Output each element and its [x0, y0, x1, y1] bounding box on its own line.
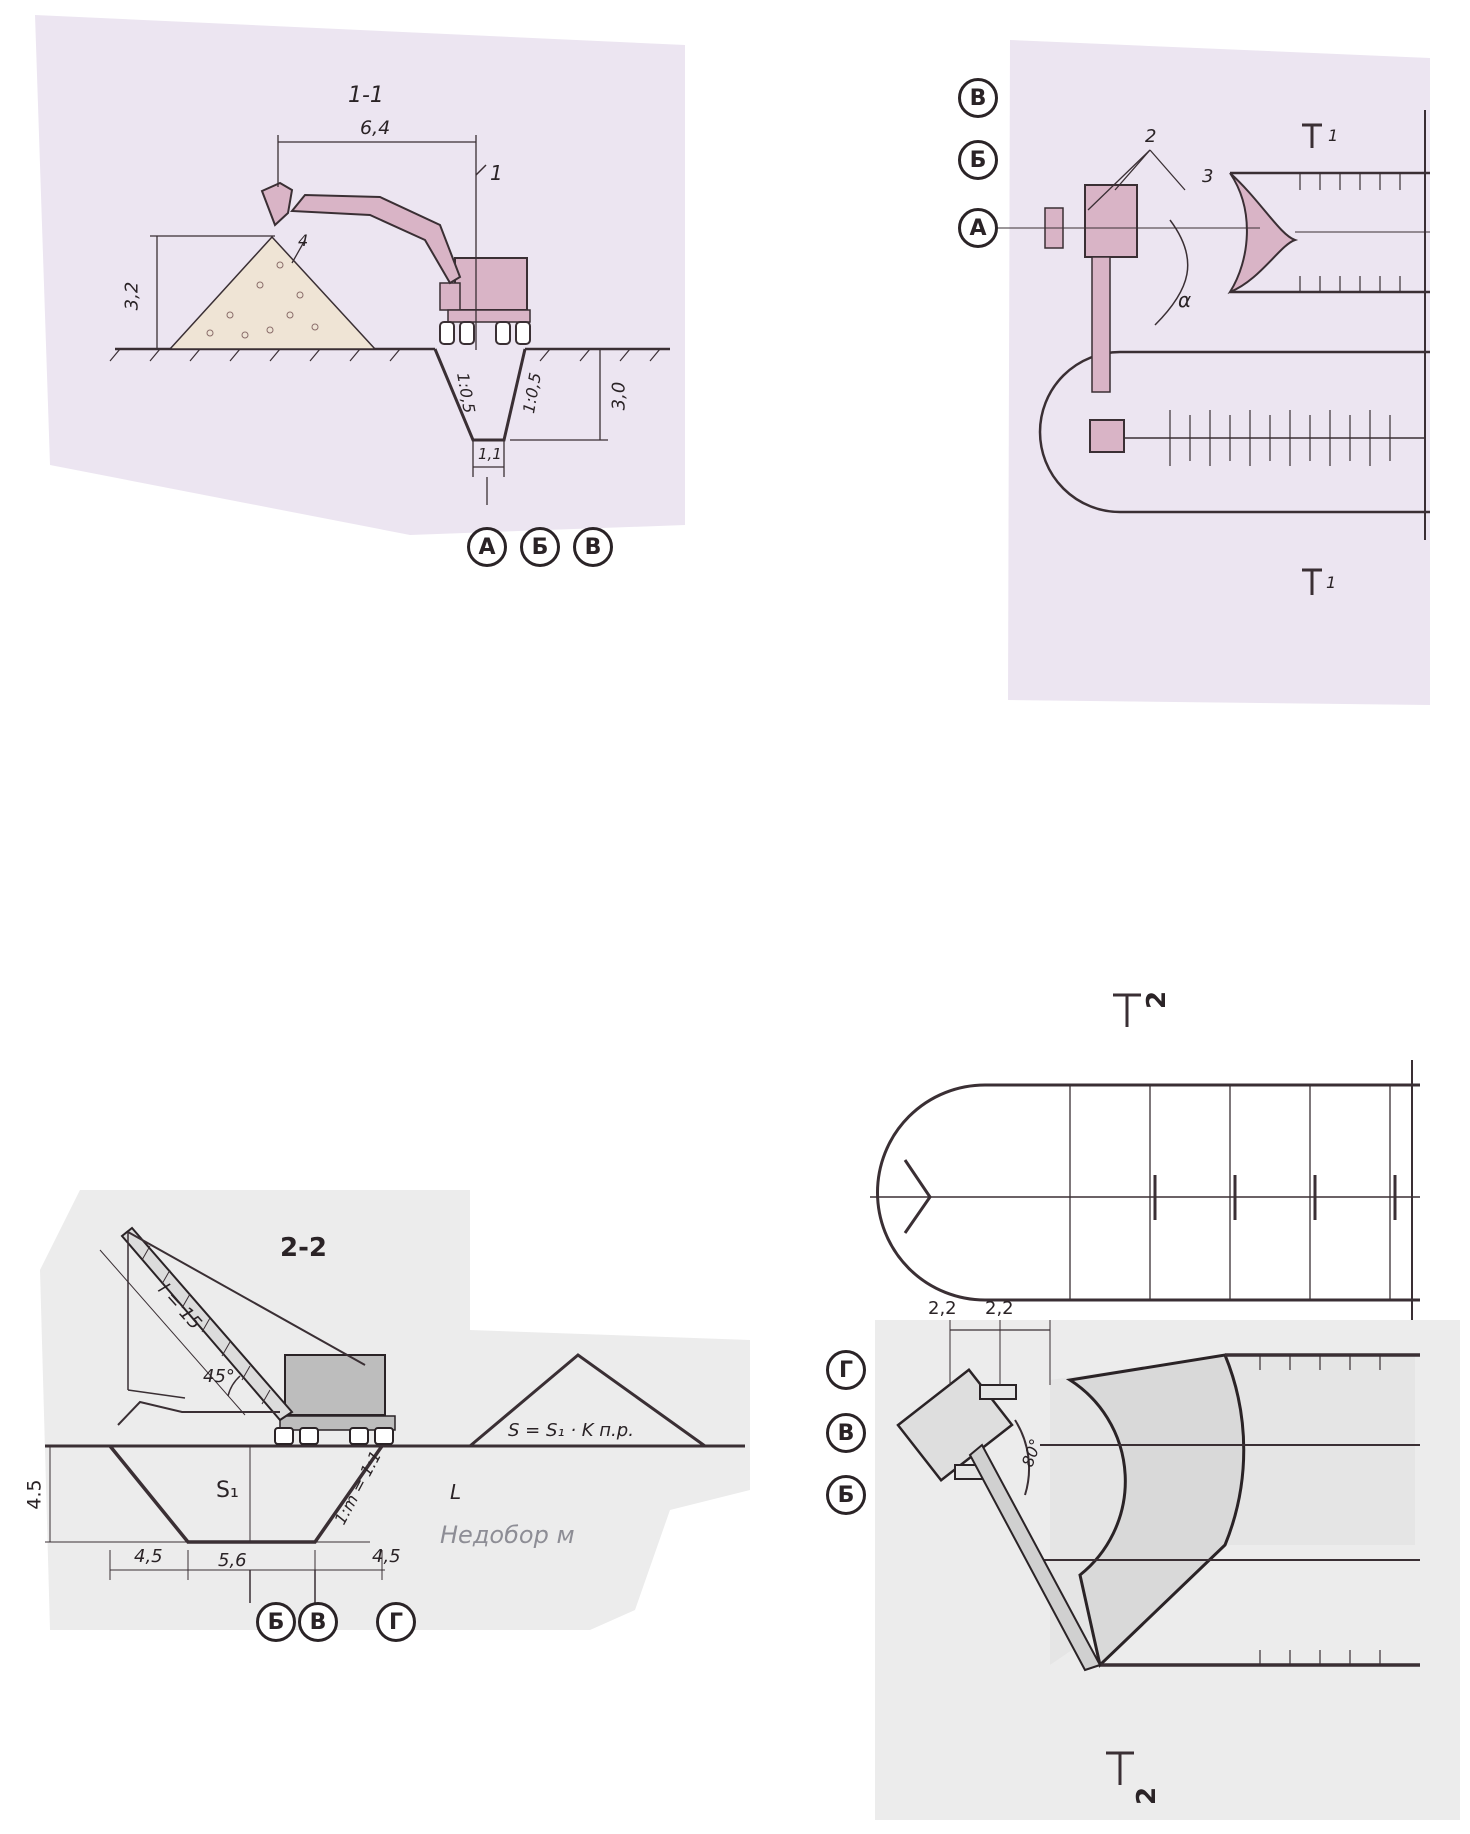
callout-1: 1 [490, 161, 503, 185]
dim-depth: 4.5 [23, 1479, 46, 1510]
axis-marker-b: Б [520, 527, 560, 567]
plan-1-drawing [970, 40, 1430, 705]
panel-plan-2: 2 2 2,2 2,2 80° Г В Б [820, 975, 1460, 1825]
boom-angle: 45° [203, 1366, 235, 1387]
section-title-1-1: 1-1 [348, 83, 384, 108]
dim-reach: 6,4 [360, 117, 391, 139]
dim-left: 4,5 [134, 1546, 163, 1567]
shortfall-label: Недобор м [440, 1521, 575, 1549]
panel-section-2-2: 2-2 l = 15 45° S = S₁ · K п.р. S₁ 1:m = … [24, 1190, 750, 1700]
axis-marker-a: А [958, 208, 998, 248]
panel-section-1-1: 1-1 6,4 1 4 3,2 1:0,5 1:0,5 3,0 1,1 А Б … [30, 15, 690, 567]
axis-marker-b: Б [826, 1475, 866, 1515]
callout-3: 3 [1202, 166, 1214, 187]
section-cut-top: 1 [1328, 126, 1339, 145]
dim-right: 4,5 [372, 1546, 401, 1567]
section-2-2-drawing [40, 1190, 750, 1630]
section-cut-top: 2 [1142, 990, 1173, 1010]
axis-marker-b: Б [256, 1602, 296, 1642]
area-s1: S₁ [216, 1478, 239, 1503]
dim-bottom-width: 1,1 [478, 445, 502, 463]
volume-formula: S = S₁ · K п.р. [508, 1420, 634, 1441]
axis-marker-v: В [298, 1602, 338, 1642]
axis-marker-g: Г [826, 1350, 866, 1390]
axis-marker-v: В [958, 78, 998, 118]
dim-a: 2,2 [928, 1298, 957, 1319]
dim-pile-height: 3,2 [121, 281, 143, 311]
section-cut-bottom: 2 [1132, 1786, 1163, 1806]
panel-plan-1: В Б А 2 3 α 1 1 [940, 40, 1430, 705]
axis-marker-g: Г [376, 1602, 416, 1642]
length-L: L [450, 1480, 462, 1504]
axis-marker-b: Б [958, 140, 998, 180]
dim-trench-depth: 3,0 [608, 381, 630, 411]
angle-alpha: α [1178, 288, 1192, 312]
callout-4: 4 [298, 231, 309, 250]
axis-marker-a: А [467, 527, 507, 567]
dim-bottom: 5,6 [218, 1550, 247, 1571]
axis-marker-v: В [826, 1413, 866, 1453]
section-title-2-2: 2-2 [280, 1233, 327, 1263]
callout-2: 2 [1145, 126, 1157, 147]
axis-marker-v: В [573, 527, 613, 567]
plan-2-drawing [870, 993, 1460, 1820]
section-cut-bottom: 1 [1326, 573, 1337, 592]
section-1-1-drawing [35, 15, 685, 535]
dim-b: 2,2 [985, 1298, 1014, 1319]
